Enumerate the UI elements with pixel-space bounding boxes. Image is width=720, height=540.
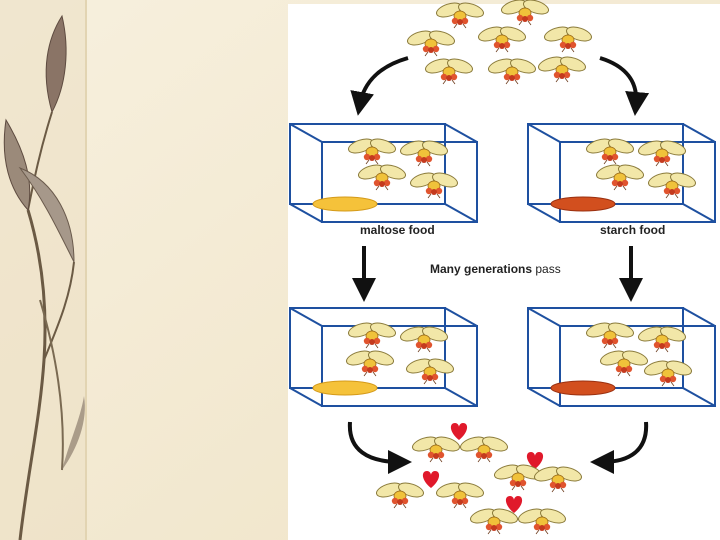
fruit-fly-icon	[423, 55, 475, 85]
fruit-fly-icon	[532, 463, 584, 493]
fruit-fly-icon	[476, 23, 528, 53]
curved-arrow-icon	[350, 56, 409, 116]
fruit-fly-icon	[598, 347, 650, 377]
fruit-fly-icon	[499, 0, 551, 26]
fruit-fly-icon	[594, 161, 646, 191]
cage-starch-after	[527, 307, 716, 407]
fruit-fly-icon	[410, 433, 462, 463]
fruit-fly-icon	[458, 433, 510, 463]
label-many-generations-rest: pass	[532, 262, 561, 276]
fruit-fly-icon	[584, 319, 636, 349]
cage-maltose-after	[289, 307, 478, 407]
curved-arrow-icon	[347, 421, 412, 474]
fruit-fly-icon	[516, 505, 568, 535]
fruit-fly-icon	[356, 161, 408, 191]
fruit-fly-icon	[404, 355, 456, 385]
heart-icon	[422, 471, 440, 488]
food-dish-icon	[312, 196, 378, 212]
evolution-diagram: maltose food starch food Many generation…	[289, 0, 716, 535]
fruit-fly-icon	[374, 479, 426, 509]
fruit-fly-icon	[536, 53, 588, 83]
fruit-fly-icon	[584, 135, 636, 165]
label-maltose-food: maltose food	[360, 223, 435, 237]
label-many-generations-bold: Many generations	[430, 262, 532, 276]
cage-maltose-start	[289, 123, 478, 223]
fruit-fly-icon	[434, 479, 486, 509]
fruit-fly-icon	[398, 323, 450, 353]
food-dish-icon	[550, 380, 616, 396]
fruit-fly-icon	[408, 169, 460, 199]
label-many-generations: Many generations pass	[430, 262, 561, 276]
fruit-fly-icon	[636, 323, 688, 353]
cage-starch-start	[527, 123, 716, 223]
label-starch-food: starch food	[600, 223, 665, 237]
fruit-fly-icon	[346, 135, 398, 165]
fly-group-top	[405, 0, 594, 85]
curved-arrow-icon	[599, 56, 650, 116]
food-dish-icon	[312, 380, 378, 396]
fruit-fly-icon	[646, 169, 698, 199]
fruit-fly-icon	[542, 23, 594, 53]
heart-icon	[450, 423, 468, 440]
fly-group-bottom	[374, 423, 584, 535]
fruit-fly-icon	[346, 319, 398, 349]
food-dish-icon	[550, 196, 616, 212]
curved-arrow-icon	[590, 421, 649, 474]
fruit-fly-icon	[405, 27, 457, 57]
fruit-fly-icon	[344, 347, 396, 377]
fruit-fly-icon	[642, 357, 694, 387]
fruit-fly-icon	[434, 0, 486, 29]
fruit-fly-icon	[486, 55, 538, 85]
